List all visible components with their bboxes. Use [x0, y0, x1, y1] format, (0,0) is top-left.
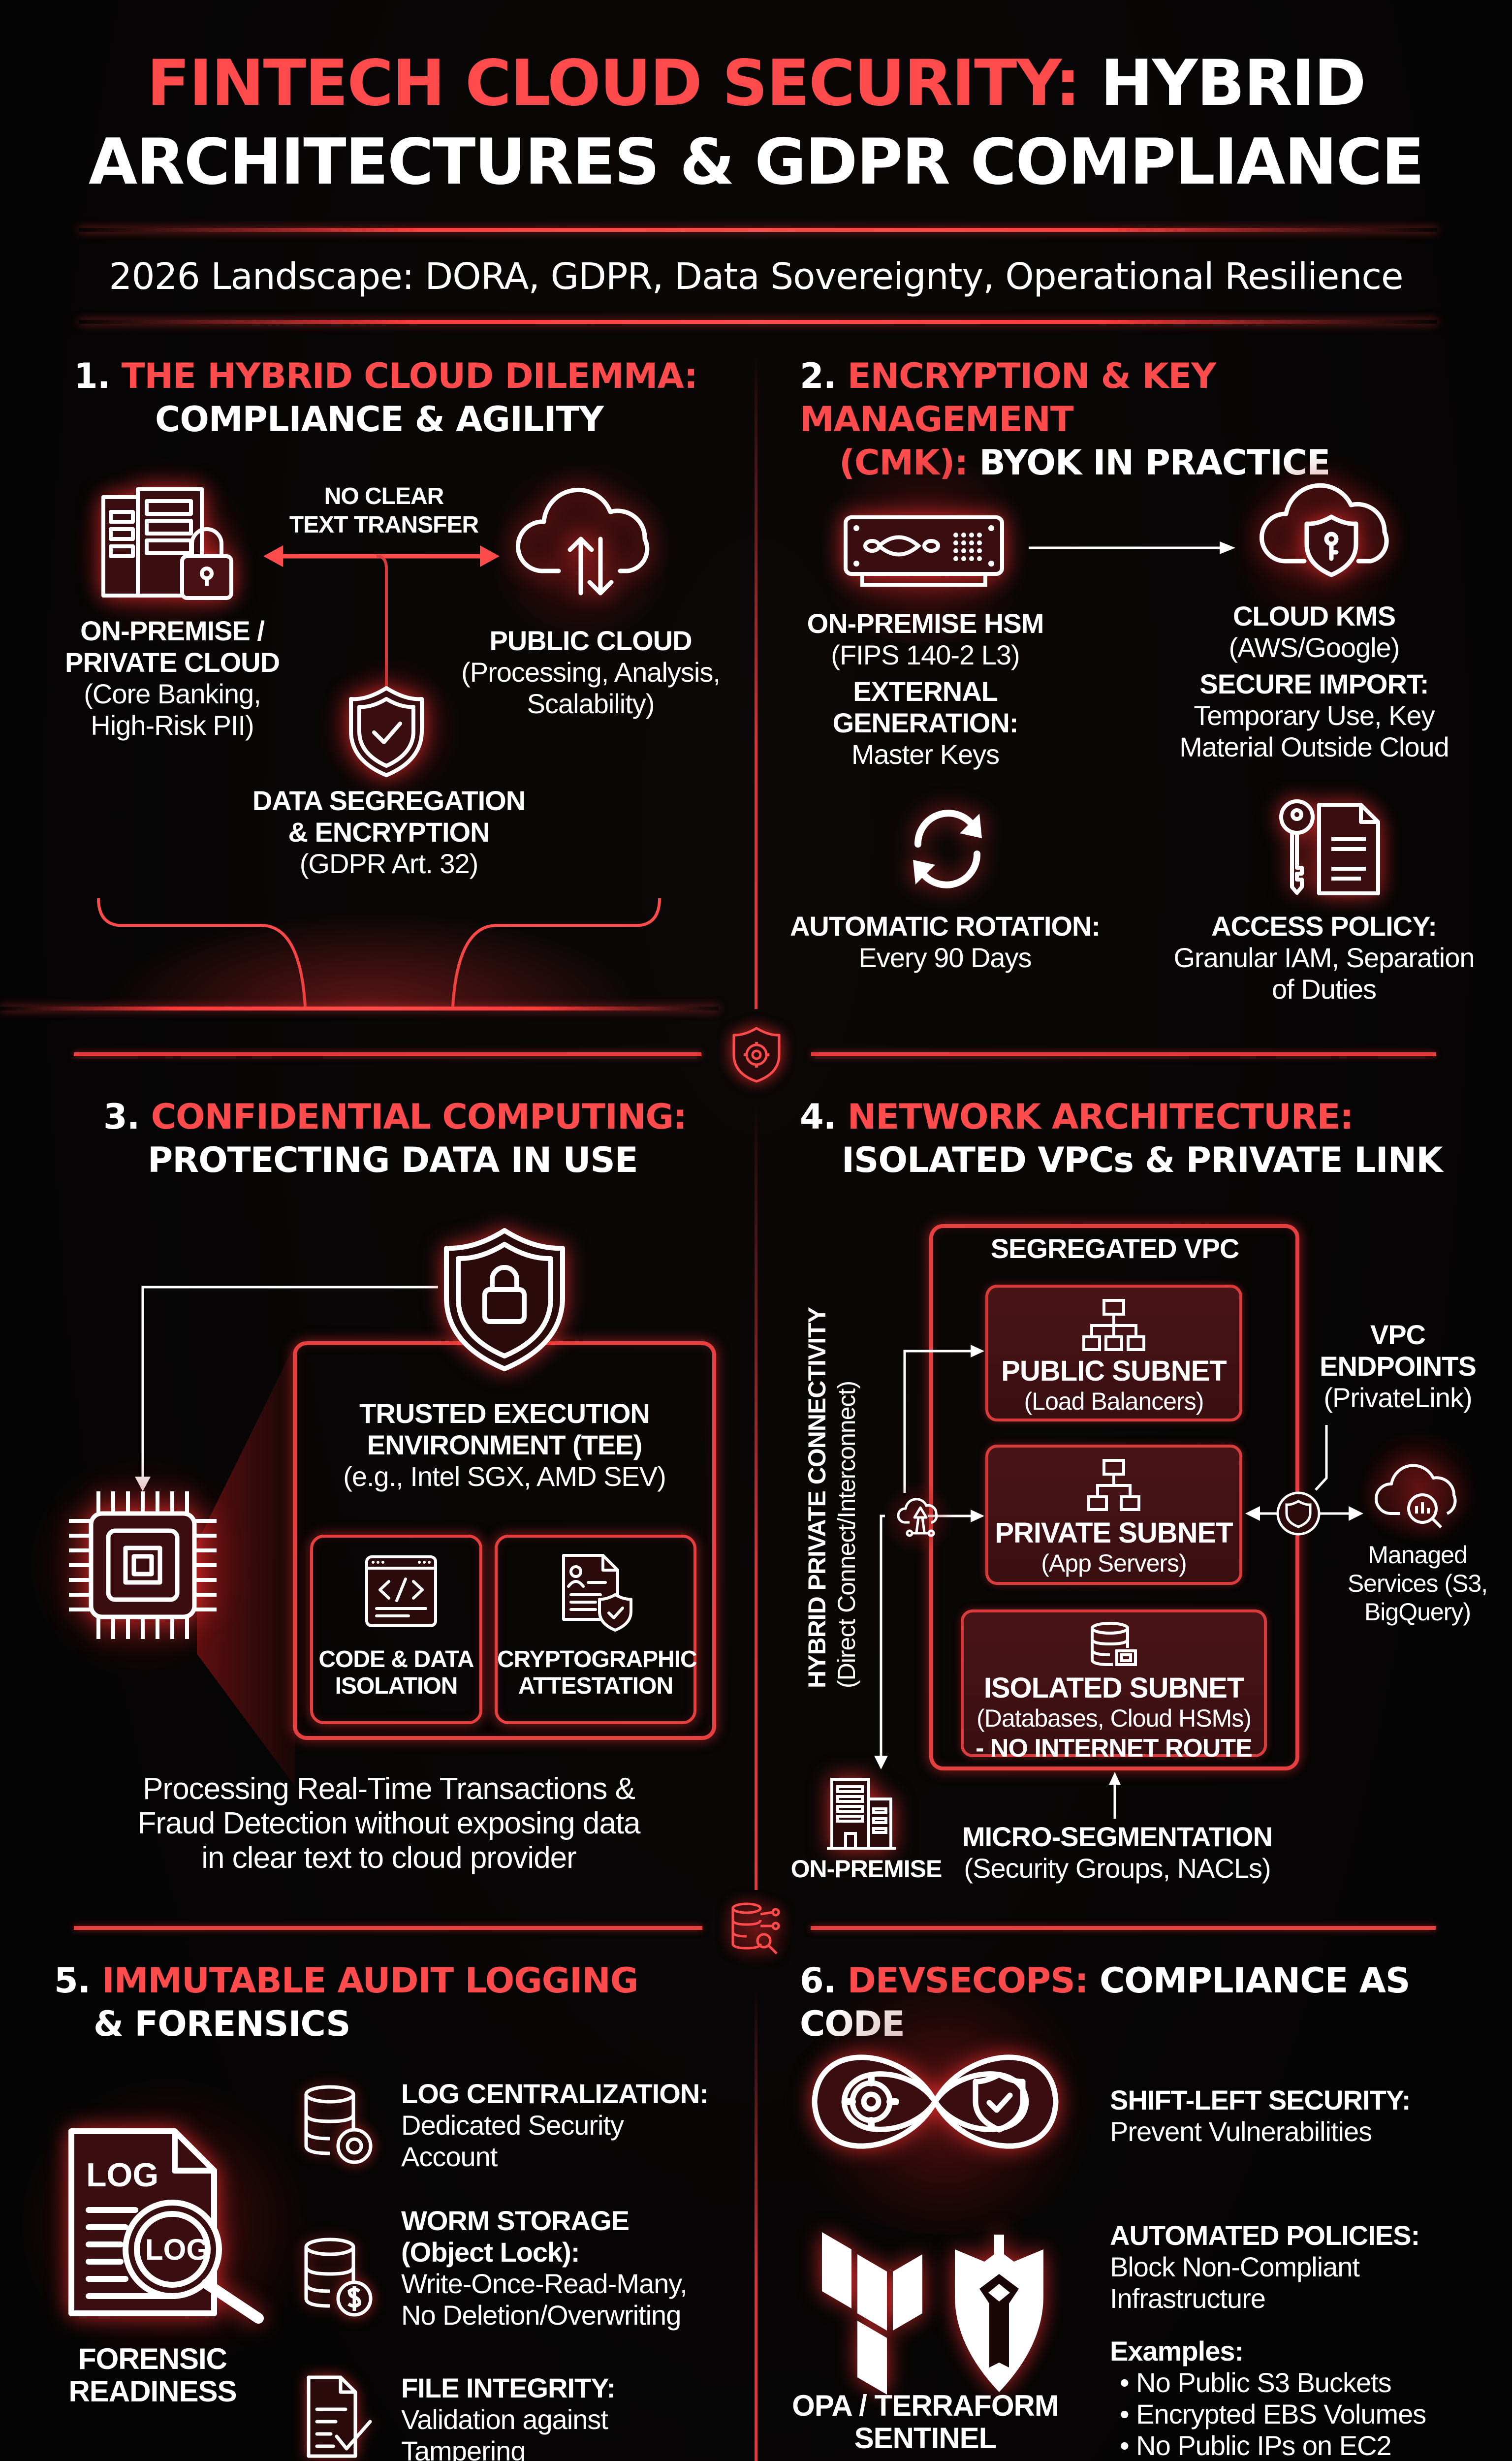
double-arrow-icon	[263, 541, 500, 738]
sentinel-shield-icon	[950, 2235, 1048, 2392]
vpc-title: SEGREGATED VPC	[990, 1233, 1240, 1264]
on-premise-hsm: ON-PREMISE HSM (FIPS 140-2 L3) EXTERNAL …	[807, 608, 1044, 770]
database-coin-icon	[303, 2237, 377, 2321]
example-item: No Public S3 Buckets	[1120, 2367, 1494, 2398]
cloud-uplink-icon	[896, 1494, 945, 1538]
server-lock-icon	[98, 487, 236, 600]
rotate-icon	[898, 800, 997, 898]
tee-label: TRUSTED EXECUTION ENVIRONMENT (TEE) (e.g…	[343, 1398, 666, 1492]
cloud-shield-key-icon	[1255, 477, 1408, 581]
shield-gear-icon	[732, 1026, 781, 1083]
file-integrity: FILE INTEGRITY: Validation against Tampe…	[401, 2372, 616, 2461]
public-subnet: PUBLIC SUBNET (Load Balancers)	[985, 1285, 1242, 1421]
data-segregation-encryption: DATA SEGREGATION & ENCRYPTION (GDPR Art.…	[252, 785, 526, 879]
bracket-connector-icon	[89, 896, 669, 1009]
section2-title: 2. ENCRYPTION & KEY MANAGEMENT (CMK): BY…	[800, 356, 1330, 483]
micro-segmentation: MICRO-SEGMENTATION (Security Groups, NAC…	[962, 1821, 1273, 1884]
private-subnet: PRIVATE SUBNET (App Servers)	[985, 1445, 1242, 1585]
code-data-isolation-card	[310, 1535, 482, 1724]
header-divider-top	[79, 228, 1437, 232]
vpc-endpoints: VPC ENDPOINTS (PrivateLink)	[1320, 1319, 1477, 1413]
building-icon	[827, 1777, 896, 1851]
cryptographic-attestation-card	[495, 1535, 696, 1724]
cpu-chip-icon	[69, 1491, 217, 1639]
arrow-up-icon	[1107, 1772, 1122, 1819]
arrow-right-icon	[1029, 540, 1235, 555]
section1-glow	[98, 911, 640, 1009]
database-search-icon	[729, 1902, 784, 1956]
section1-bottom-line	[0, 1007, 719, 1010]
shift-left-security: SHIFT-LEFT SECURITY: Prevent Vulnerabili…	[1110, 2084, 1411, 2147]
hierarchy-icon	[1082, 1298, 1146, 1353]
cloud-analytics-icon	[1373, 1457, 1462, 1536]
hybrid-connectivity-label: HYBRID PRIVATE CONNECTIVITY (Direct Conn…	[803, 1307, 860, 1688]
section3-title: 3. CONFIDENTIAL COMPUTING: PROTECTING DA…	[103, 1097, 687, 1180]
managed-services: Managed Services (S3, BigQuery)	[1347, 1541, 1488, 1626]
log-file-text: LOG	[86, 2156, 159, 2194]
divider1-left-line	[74, 1052, 701, 1056]
shield-lock-icon	[441, 1226, 568, 1373]
examples-list: No Public S3 Buckets Encrypted EBS Volum…	[1110, 2367, 1494, 2461]
connector-arrow-icon	[135, 1285, 443, 1491]
title-white-2: ARCHITECTURES & GDPR COMPLIANCE	[88, 126, 1424, 199]
section1-arrow-label: NO CLEAR TEXT TRANSFER	[289, 483, 479, 538]
database-icon	[1089, 1621, 1138, 1671]
divider2-right-line	[811, 1926, 1436, 1930]
divider1-right-line	[811, 1052, 1436, 1056]
section6-title: 6. DEVSECOPS: COMPLIANCE AS CODE	[800, 1960, 1410, 2044]
center-divider-1	[755, 354, 757, 1009]
example-item: No Public IPs on EC2	[1120, 2430, 1494, 2461]
hsm-device-icon	[843, 514, 1005, 588]
log-lens-text: LOG	[145, 2233, 209, 2266]
code-data-isolation-label: CODE & DATA ISOLATION	[318, 1646, 474, 1699]
cloud-kms: CLOUD KMS (AWS/Google) SECURE IMPORT: Te…	[1179, 600, 1449, 762]
center-divider-2	[755, 1103, 757, 1890]
on-premise-private-cloud: ON-PREMISE / PRIVATE CLOUD (Core Banking…	[64, 615, 280, 741]
section4-title: 4. NETWORK ARCHITECTURE: ISOLATED VPCs &…	[800, 1097, 1443, 1180]
log-centralization: LOG CENTRALIZATION: Dedicated Security A…	[401, 2078, 709, 2172]
center-divider-3	[755, 1988, 757, 2461]
title-red: FINTECH CLOUD SECURITY:	[147, 47, 1080, 120]
log-magnifier-icon: LOG LOG	[66, 2126, 273, 2324]
worm-storage: WORM STORAGE (Object Lock): Write-Once-R…	[401, 2205, 688, 2331]
automated-policies: AUTOMATED POLICIES: Block Non-Compliant …	[1110, 2220, 1420, 2314]
section1-title: 1. THE HYBRID CLOUD DILEMMA: COMPLIANCE …	[74, 356, 698, 440]
shield-check-icon	[347, 684, 426, 778]
hybrid-connector-lines	[861, 1336, 984, 1769]
automatic-rotation: AUTOMATIC ROTATION: Every 90 Days	[789, 911, 1101, 973]
cloud-transfer-icon	[512, 485, 669, 598]
examples: Examples: No Public S3 Buckets Encrypted…	[1110, 2335, 1494, 2461]
public-cloud: PUBLIC CLOUD (Processing, Analysis, Scal…	[461, 625, 721, 719]
divider2-left-line	[74, 1926, 702, 1930]
devsecops-infinity-icon	[807, 2028, 1063, 2176]
terraform-icon	[822, 2232, 925, 2395]
section5-title: 5. IMMUTABLE AUDIT LOGGING & FORENSICS	[54, 1960, 638, 2044]
main-title: FINTECH CLOUD SECURITY: HYBRID ARCHITECT…	[0, 44, 1512, 202]
opa-terraform-sentinel: OPA / TERRAFORM SENTINEL	[792, 2389, 1059, 2455]
key-document-icon	[1275, 795, 1383, 898]
database-gear-icon	[303, 2084, 377, 2168]
section3-caption: Processing Real-Time Transactions & Frau…	[137, 1772, 640, 1875]
hierarchy-icon	[1087, 1458, 1141, 1513]
title-white-1: HYBRID	[1100, 47, 1366, 120]
access-policy: ACCESS POLICY: Granular IAM, Separation …	[1173, 911, 1475, 1005]
forensic-readiness: FORENSIC READINESS	[68, 2342, 237, 2408]
certificate-shield-icon	[561, 1553, 635, 1632]
header-divider-bottom	[79, 320, 1437, 324]
example-item: Encrypted EBS Volumes	[1120, 2398, 1494, 2430]
on-premise-label: ON-PREMISE	[790, 1855, 943, 1883]
endpoint-connector	[1245, 1425, 1363, 1543]
cryptographic-attestation-label: CRYPTOGRAPHIC ATTESTATION	[497, 1646, 697, 1699]
code-window-icon	[364, 1554, 438, 1628]
subtitle: 2026 Landscape: DORA, GDPR, Data Soverei…	[109, 255, 1403, 298]
isolated-subnet: ISOLATED SUBNET (Databases, Cloud HSMs) …	[961, 1609, 1267, 1763]
document-check-icon	[306, 2375, 375, 2459]
